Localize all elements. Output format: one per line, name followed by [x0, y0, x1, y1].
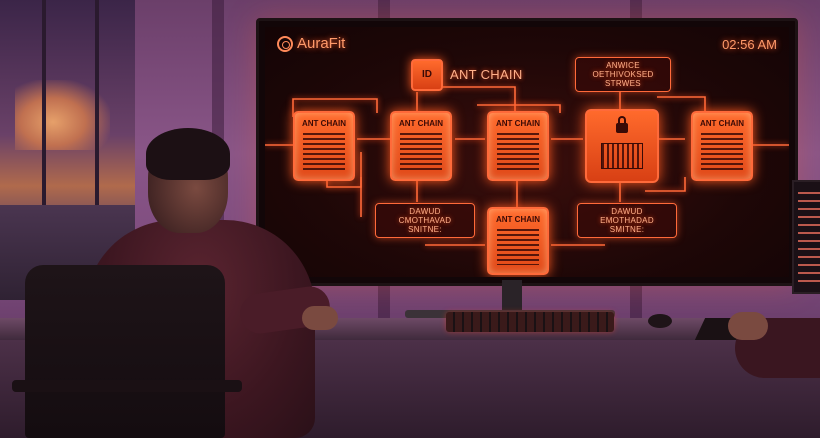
office-chair: [25, 265, 225, 438]
lock-icon: [616, 116, 628, 133]
brand-name: AuraFit: [297, 35, 346, 52]
id-node: ID: [411, 59, 443, 91]
monitor-screen: AuraFit 02:56 AM ID ANT CHAIN ANWICE OET…: [265, 27, 789, 277]
chain-connectors: [265, 86, 789, 246]
aurafit-logo-icon: [277, 35, 293, 52]
monitor-stand: [502, 280, 522, 312]
chain-node-bottom: ANT CHAIN: [487, 207, 549, 275]
top-chain-label: ANT CHAIN: [450, 67, 523, 82]
main-monitor: AuraFit 02:56 AM ID ANT CHAIN ANWICE OET…: [256, 18, 798, 286]
clock-time: 02:56 AM: [722, 37, 777, 52]
chain-node-3: ANT CHAIN: [487, 111, 549, 181]
chair-armrest: [12, 380, 242, 392]
chain-node-2: ANT CHAIN: [390, 111, 452, 181]
brand-logo: AuraFit: [277, 35, 345, 52]
person-hair: [146, 128, 230, 180]
bottom-right-label: DAWUD EMOTHADAD SMITNE:: [577, 203, 677, 238]
chain-node-4: ANT CHAIN: [691, 111, 753, 181]
bottom-left-label: DAWUD CMOTHAVAD SNITNE:: [375, 203, 475, 238]
top-right-label: ANWICE OETHIVOKSED STRWES: [575, 57, 671, 92]
side-monitor: [792, 180, 820, 294]
chain-node-1: ANT CHAIN: [293, 111, 355, 181]
keyboard: [446, 312, 614, 332]
sunset-glow: [15, 80, 110, 150]
mouse: [648, 314, 672, 328]
locked-block-node: [585, 109, 659, 183]
person-hand: [302, 306, 338, 330]
colleague-hand: [728, 312, 768, 340]
